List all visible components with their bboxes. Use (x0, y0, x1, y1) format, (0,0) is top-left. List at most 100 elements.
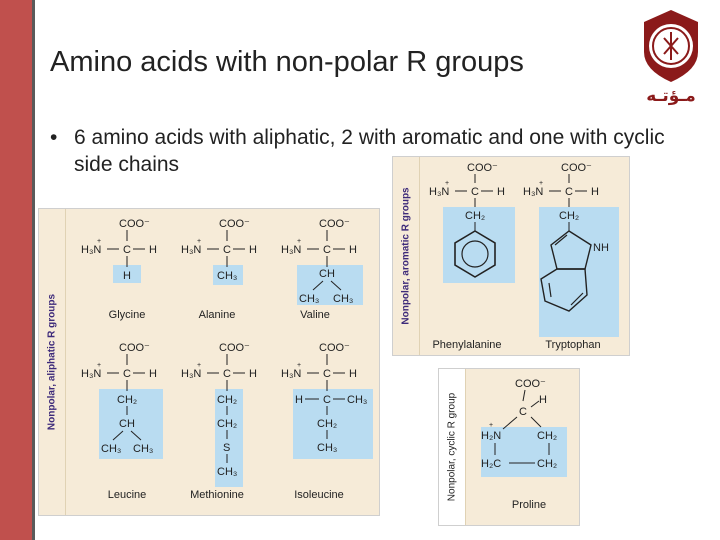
svg-text:+: + (445, 180, 449, 187)
svg-text:+: + (539, 180, 543, 187)
svg-text:COO⁻: COO⁻ (515, 378, 546, 390)
alanine-structure: COO⁻ + H₃N C H CH₃ (179, 213, 279, 299)
svg-text:CH₂: CH₂ (217, 394, 237, 406)
svg-text:H: H (149, 244, 157, 256)
svg-text:COO⁻: COO⁻ (119, 218, 150, 230)
svg-text:C: C (123, 244, 131, 256)
methionine-label: Methionine (190, 489, 244, 501)
svg-text:+: + (197, 238, 201, 245)
phenylalanine-structure: COO⁻ + H₃N C H CH₂ (427, 159, 527, 289)
svg-text:C: C (323, 244, 331, 256)
proline-label: Proline (511, 499, 547, 511)
svg-text:H: H (591, 186, 599, 198)
svg-text:+: + (297, 362, 301, 369)
aliphatic-panel-label: Nonpolar, aliphatic R groups (46, 293, 58, 431)
svg-text:COO⁻: COO⁻ (219, 342, 250, 354)
svg-text:C: C (123, 368, 131, 380)
svg-text:H₃N: H₃N (281, 244, 301, 256)
svg-text:COO⁻: COO⁻ (219, 218, 250, 230)
tryptophan-structure: COO⁻ + H₃N C H CH₂ NH (521, 159, 621, 339)
svg-text:H: H (349, 368, 357, 380)
svg-text:+: + (97, 362, 101, 369)
leucine-structure: COO⁻ + H₃N C H CH₂ CH CH₃ CH₃ (79, 337, 179, 465)
svg-text:H₃N: H₃N (181, 368, 201, 380)
svg-text:CH₃: CH₃ (217, 270, 237, 282)
svg-text:COO⁻: COO⁻ (319, 218, 350, 230)
bullet-text: 6 amino acids with aliphatic, 2 with aro… (74, 126, 665, 176)
svg-text:S: S (223, 442, 230, 454)
cyclic-panel-label: Nonpolar, cyclic R group (446, 392, 458, 502)
aromatic-label-column: Nonpolar, aromatic R groups (393, 157, 420, 355)
svg-text:COO⁻: COO⁻ (119, 342, 150, 354)
tryptophan-label: Tryptophan (545, 339, 601, 351)
svg-text:H: H (295, 394, 303, 406)
svg-text:C: C (323, 394, 331, 406)
slide-title: Amino acids with non-polar R groups (50, 46, 524, 78)
svg-text:C: C (323, 368, 331, 380)
aliphatic-label-column: Nonpolar, aliphatic R groups (39, 209, 66, 515)
svg-text:CH₃: CH₃ (347, 394, 367, 406)
svg-text:CH₂: CH₂ (537, 430, 557, 442)
aliphatic-panel: Nonpolar, aliphatic R groups COO⁻ + H₃N … (38, 208, 380, 516)
svg-text:CH₂: CH₂ (217, 418, 237, 430)
svg-text:COO⁻: COO⁻ (319, 342, 350, 354)
svg-text:+: + (489, 422, 493, 429)
phenylalanine-label: Phenylalanine (432, 339, 502, 351)
left-accent-bar (0, 0, 32, 540)
svg-text:CH₃: CH₃ (101, 443, 121, 455)
svg-text:+: + (297, 238, 301, 245)
svg-text:C: C (471, 186, 479, 198)
isoleucine-structure: COO⁻ + H₃N C H H C CH₃ CH₂ CH₃ (279, 337, 379, 465)
svg-text:C: C (519, 406, 527, 418)
svg-text:CH₂: CH₂ (465, 210, 485, 222)
logo-lettering: مـؤتـه (646, 86, 696, 106)
svg-text:H: H (123, 270, 131, 282)
leucine-label: Leucine (107, 489, 147, 501)
valine-label: Valine (300, 309, 330, 321)
left-divider-bar (32, 0, 35, 540)
svg-text:CH₂: CH₂ (537, 458, 557, 470)
svg-text:COO⁻: COO⁻ (561, 162, 592, 174)
alanine-label: Alanine (198, 309, 236, 321)
svg-text:H: H (249, 244, 257, 256)
svg-text:COO⁻: COO⁻ (467, 162, 498, 174)
university-logo: مـؤتـه (626, 8, 716, 106)
svg-text:CH₃: CH₃ (133, 443, 153, 455)
svg-text:CH₂: CH₂ (559, 210, 579, 222)
isoleucine-label: Isoleucine (294, 489, 344, 501)
svg-text:CH: CH (119, 418, 135, 430)
svg-text:CH₂: CH₂ (317, 418, 337, 430)
svg-text:CH₃: CH₃ (299, 293, 319, 305)
methionine-structure: COO⁻ + H₃N C H CH₂ CH₂ S CH₃ (179, 337, 279, 487)
valine-structure: COO⁻ + H₃N C H CH CH₃ CH₃ (279, 213, 379, 309)
glycine-structure: COO⁻ + H₃N C H H (79, 213, 179, 299)
svg-text:CH₂: CH₂ (117, 394, 137, 406)
svg-text:H₃N: H₃N (523, 186, 543, 198)
svg-text:H₃N: H₃N (429, 186, 449, 198)
svg-text:H: H (539, 394, 547, 406)
svg-text:CH₃: CH₃ (333, 293, 353, 305)
svg-text:H₂N: H₂N (481, 430, 501, 442)
bullet-dot: • (50, 126, 58, 149)
svg-text:NH: NH (593, 242, 609, 254)
aromatic-panel-label: Nonpolar, aromatic R groups (400, 187, 412, 325)
svg-text:C: C (223, 244, 231, 256)
svg-text:CH₃: CH₃ (217, 466, 237, 478)
proline-structure: COO⁻ H C + H₂N CH₂ H₂C CH₂ (475, 371, 575, 491)
svg-text:H₃N: H₃N (81, 368, 101, 380)
svg-text:C: C (565, 186, 573, 198)
svg-text:+: + (197, 362, 201, 369)
cyclic-label-column: Nonpolar, cyclic R group (439, 369, 466, 525)
svg-text:CH: CH (319, 268, 335, 280)
svg-text:H: H (249, 368, 257, 380)
bullet-point: • 6 amino acids with aliphatic, 2 with a… (50, 124, 690, 178)
svg-text:H₃N: H₃N (281, 368, 301, 380)
cyclic-panel: Nonpolar, cyclic R group COO⁻ H C + H₂N … (438, 368, 580, 526)
svg-text:H₂C: H₂C (481, 458, 501, 470)
svg-text:CH₃: CH₃ (317, 442, 337, 454)
svg-text:H: H (149, 368, 157, 380)
glycine-label: Glycine (108, 309, 146, 321)
svg-text:H: H (349, 244, 357, 256)
aromatic-panel: Nonpolar, aromatic R groups COO⁻ + H₃N C… (392, 156, 630, 356)
svg-text:C: C (223, 368, 231, 380)
